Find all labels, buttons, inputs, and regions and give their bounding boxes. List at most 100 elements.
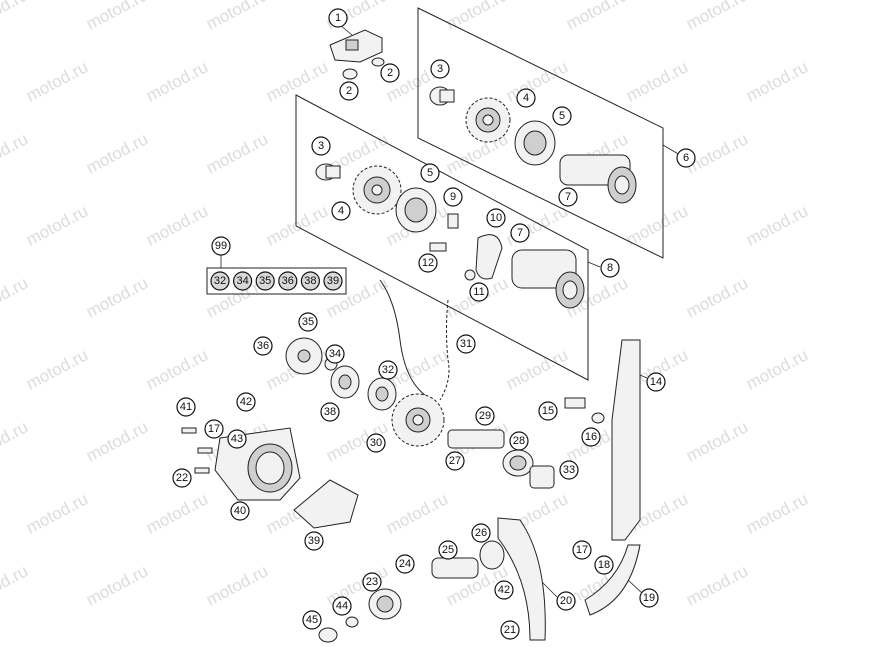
svg-text:36: 36: [282, 275, 294, 287]
part-camshaft-upper: [559, 154, 637, 204]
part-needle-bearing-33: [529, 465, 555, 489]
svg-text:36: 36: [257, 340, 269, 352]
part-washer-28: [502, 449, 534, 477]
callout-42: 42: [236, 392, 256, 412]
frame-assembly-6: [417, 7, 664, 259]
watermark-text: motod.ru: [683, 417, 751, 465]
svg-text:21: 21: [504, 624, 516, 636]
callout-15: 15: [538, 401, 558, 421]
callout-41: 41: [176, 397, 196, 417]
callout-99: 99: [211, 236, 231, 256]
callout-30: 30: [366, 433, 386, 453]
callout-8: 8: [600, 258, 620, 278]
callout-36: 36: [278, 271, 298, 291]
watermark-text: motod.ru: [23, 201, 91, 249]
watermark-text: motod.ru: [203, 561, 271, 609]
svg-text:33: 33: [563, 464, 575, 476]
part-o-ring-26: [479, 540, 505, 570]
watermark-text: motod.ru: [143, 489, 211, 537]
svg-text:14: 14: [650, 376, 662, 388]
callout-32: 32: [210, 271, 230, 291]
watermark-text: motod.ru: [683, 561, 751, 609]
part-idler-gear-30: [391, 393, 445, 447]
svg-text:34: 34: [236, 275, 248, 287]
svg-text:18: 18: [598, 559, 610, 571]
callout-34: 34: [325, 344, 345, 364]
svg-text:42: 42: [498, 584, 510, 596]
callout-7: 7: [510, 223, 530, 243]
svg-text:26: 26: [475, 527, 487, 539]
svg-text:17: 17: [208, 423, 220, 435]
svg-text:5: 5: [559, 110, 565, 122]
svg-text:45: 45: [306, 614, 318, 626]
svg-text:9: 9: [450, 191, 456, 203]
callout-14: 14: [646, 372, 666, 392]
svg-text:3: 3: [437, 63, 443, 75]
watermark-text: motod.ru: [503, 345, 571, 393]
watermark-text: motod.ru: [263, 57, 331, 105]
callout-20: 20: [556, 591, 576, 611]
part-bearing-5-upper: [514, 120, 556, 166]
part-decompressor-10: [475, 234, 503, 280]
watermark-text: motod.ru: [143, 201, 211, 249]
callout-38: 38: [300, 271, 320, 291]
callout-1: 1: [328, 8, 348, 28]
part-guide-rail-14: [611, 339, 641, 541]
watermark-text: motod.ru: [623, 201, 691, 249]
callout-34: 34: [233, 271, 253, 291]
svg-text:20: 20: [560, 595, 572, 607]
watermark-text: motod.ru: [83, 561, 151, 609]
part-bearing-32: [367, 377, 397, 411]
watermark-text: motod.ru: [203, 129, 271, 177]
watermark-text: motod.ru: [143, 57, 211, 105]
part-gasket-39: [293, 479, 359, 529]
svg-text:99: 99: [215, 240, 227, 252]
part-timing-chain: [379, 279, 450, 401]
watermark-text: motod.ru: [23, 345, 91, 393]
callout-7: 7: [558, 187, 578, 207]
watermark-text: motod.ru: [23, 489, 91, 537]
callout-10: 10: [486, 208, 506, 228]
part-cap-3-upper: [429, 86, 455, 106]
watermark-text: motod.ru: [0, 273, 31, 321]
callout-4: 4: [516, 88, 536, 108]
svg-text:5: 5: [427, 167, 433, 179]
svg-text:17: 17: [576, 544, 588, 556]
part-gear-4-upper: [465, 97, 511, 143]
callout-9: 9: [443, 187, 463, 207]
svg-text:11: 11: [473, 286, 484, 298]
svg-text:41: 41: [180, 401, 192, 413]
svg-text:32: 32: [382, 364, 394, 376]
callout-31: 31: [456, 334, 476, 354]
part-pin-9: [447, 213, 459, 229]
callout-11: 11: [469, 282, 489, 302]
callout-3: 3: [311, 136, 331, 156]
callout-38: 38: [320, 402, 340, 422]
callout-4: 4: [331, 201, 351, 221]
watermark-text: motod.ru: [683, 273, 751, 321]
callout-39: 39: [323, 271, 343, 291]
callout-5: 5: [552, 106, 572, 126]
kit-box: [206, 267, 347, 295]
callout-2: 2: [339, 81, 359, 101]
callout-17: 17: [204, 419, 224, 439]
callout-2: 2: [380, 63, 400, 83]
callout-16: 16: [581, 427, 601, 447]
callout-5: 5: [420, 163, 440, 183]
svg-text:32: 32: [214, 275, 226, 287]
callout-18: 18: [594, 555, 614, 575]
callout-23: 23: [362, 572, 382, 592]
watermark-text: motod.ru: [23, 57, 91, 105]
part-gear-4-lower: [352, 165, 402, 215]
svg-text:7: 7: [517, 227, 523, 239]
callout-42: 42: [494, 580, 514, 600]
watermark-text: motod.ru: [743, 345, 811, 393]
watermark-text: motod.ru: [0, 561, 31, 609]
svg-text:31: 31: [460, 338, 472, 350]
callout-36: 36: [253, 336, 273, 356]
svg-text:22: 22: [176, 472, 188, 484]
callout-45: 45: [302, 610, 322, 630]
part-screws-41: [181, 427, 213, 474]
svg-text:43: 43: [231, 433, 243, 445]
